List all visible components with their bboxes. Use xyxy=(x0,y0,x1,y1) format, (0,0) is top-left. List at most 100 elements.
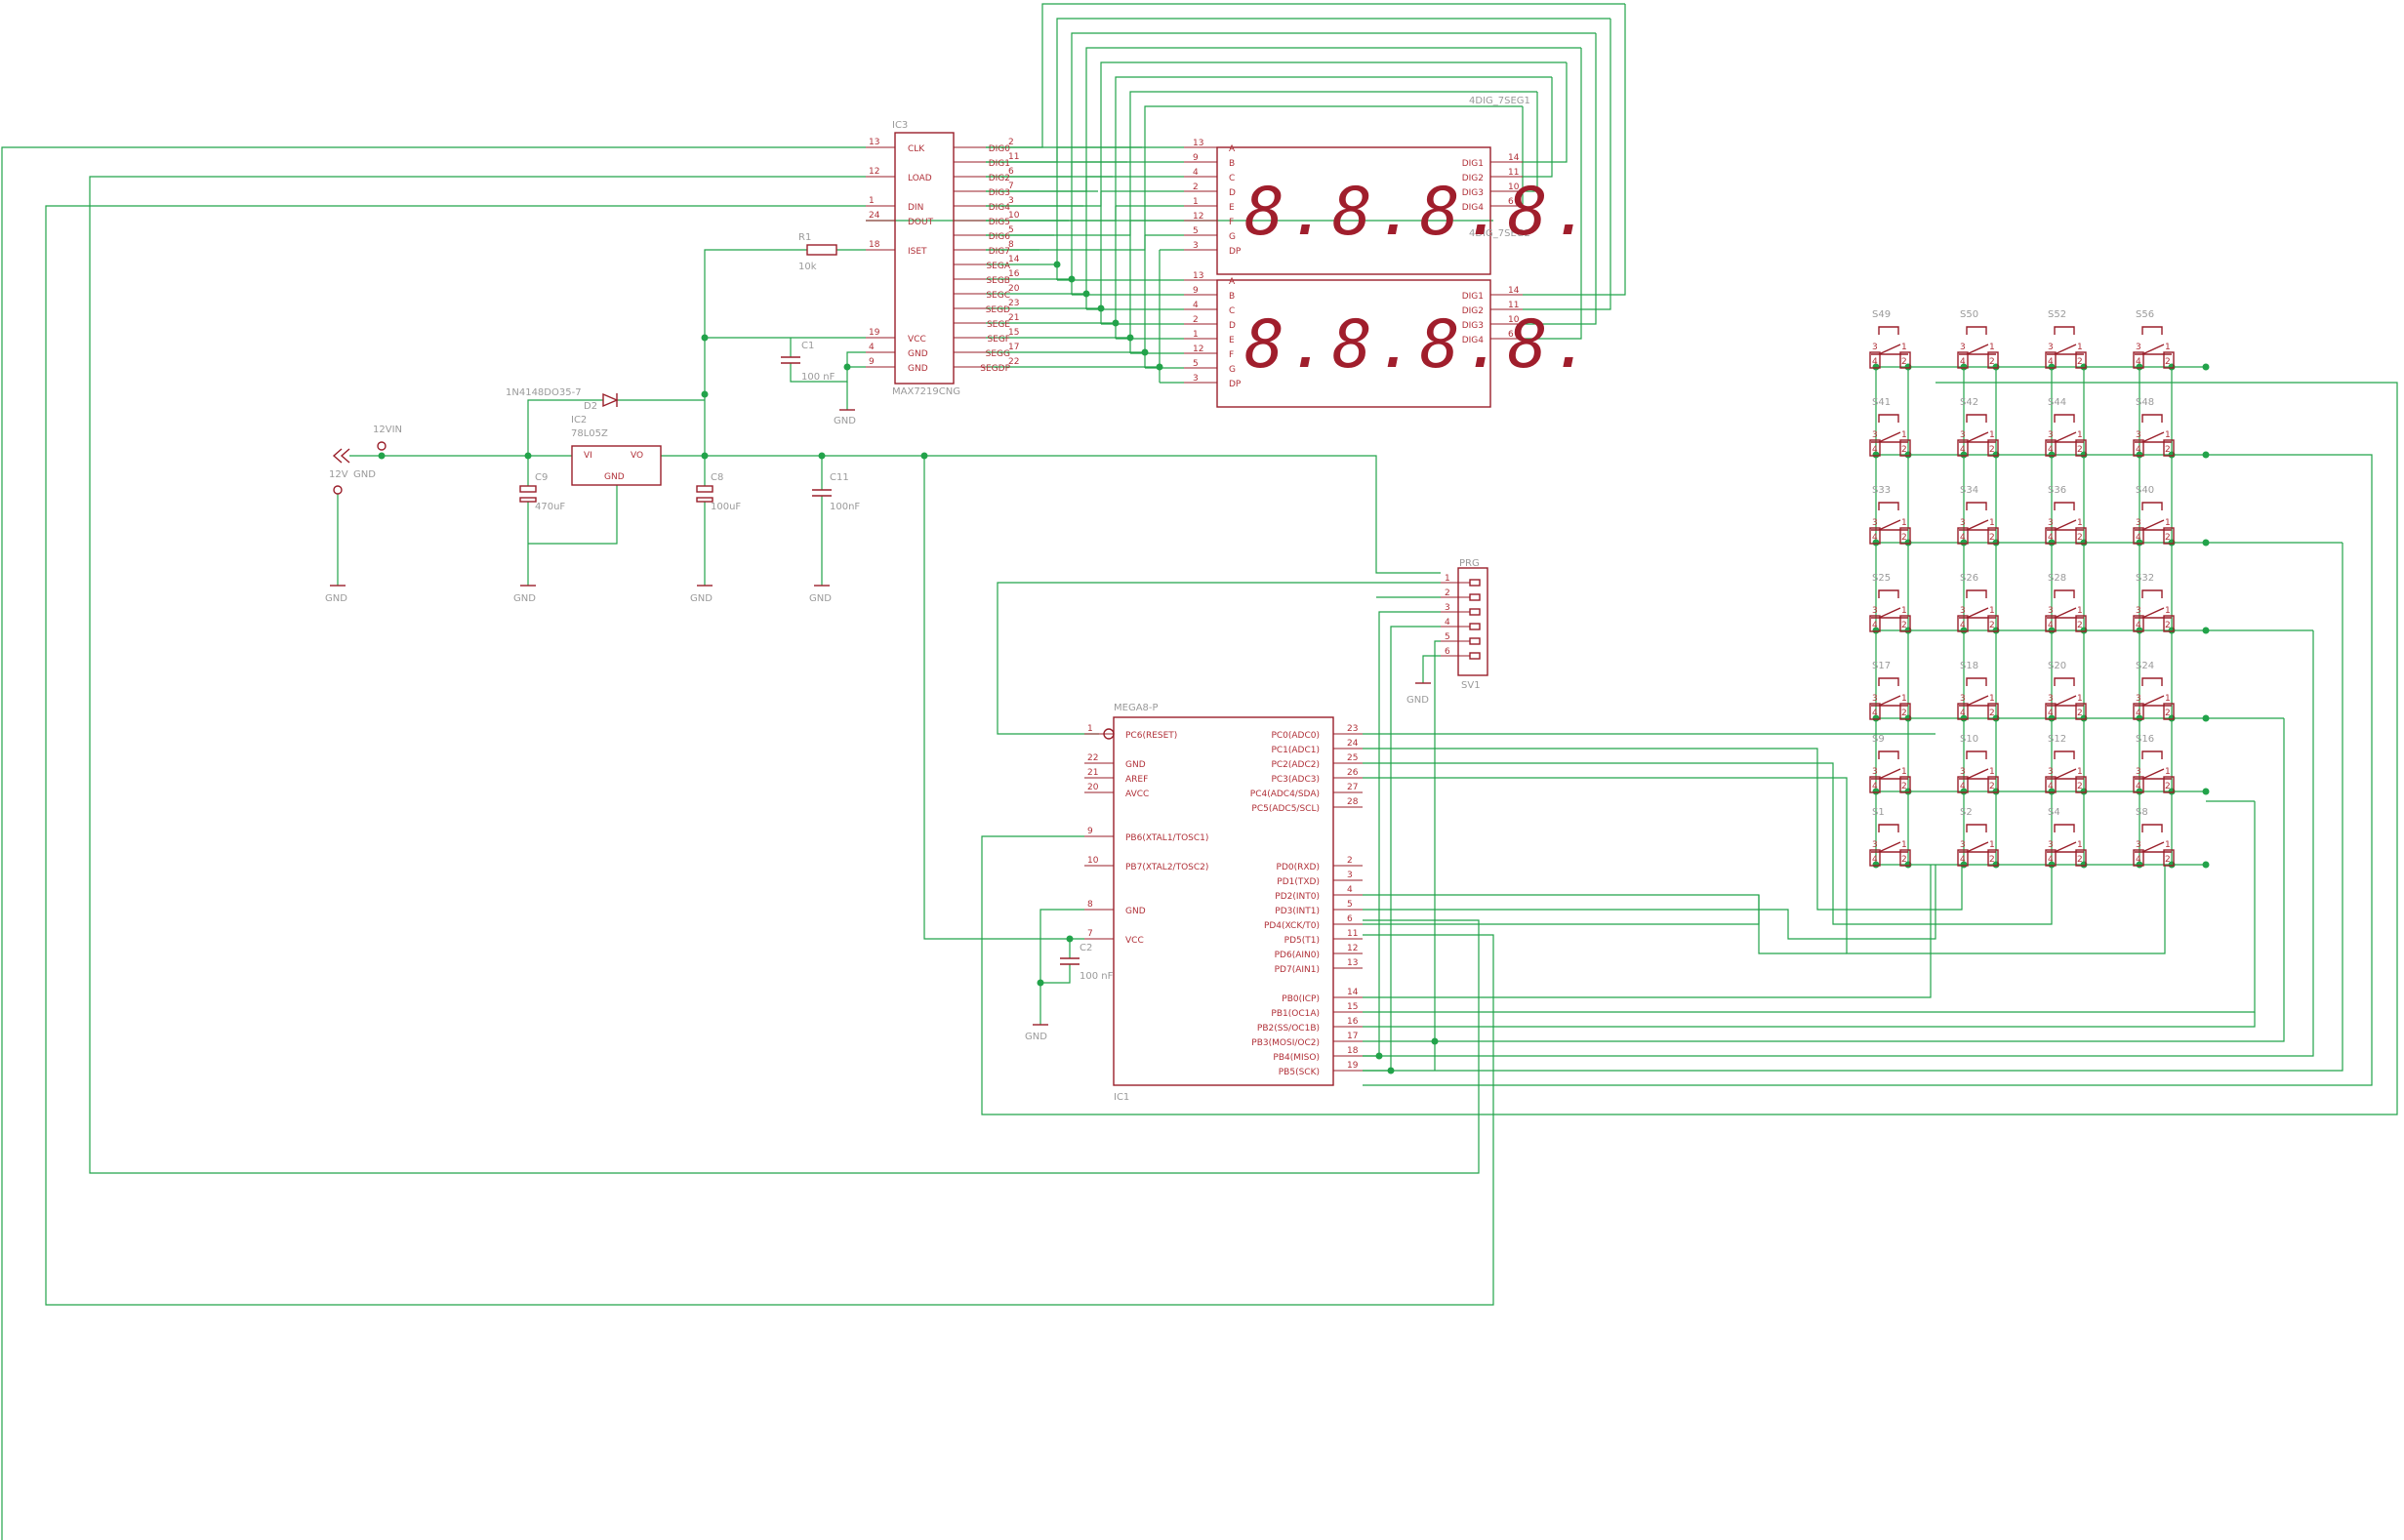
switch-pin-number: 1 xyxy=(2077,840,2083,850)
switch-actuator xyxy=(1878,414,1899,423)
ic3-pin-number: 21 xyxy=(1008,313,1019,323)
ic3-pin-number: 24 xyxy=(869,211,880,221)
ic3-pin-number: 3 xyxy=(1008,196,1014,206)
switch-pad xyxy=(2163,615,2175,632)
display-pin-label: DP xyxy=(1229,247,1242,257)
switch-pin-number: 2 xyxy=(1901,621,1907,630)
switch-pad xyxy=(1869,849,1881,867)
switch-actuator xyxy=(1878,589,1899,598)
ic1-pin-label: PD6(AIN0) xyxy=(1275,951,1320,960)
display-pin-number: 12 xyxy=(1193,344,1203,354)
switch-lever xyxy=(1878,607,1901,619)
display-pin-number: 4 xyxy=(1193,301,1199,310)
switch-pad xyxy=(2045,776,2057,793)
display-pin-number: 13 xyxy=(1193,139,1203,148)
switch-label: S32 xyxy=(2136,573,2154,584)
power-input-arrow xyxy=(340,448,350,464)
display-pin-label: G xyxy=(1229,232,1236,242)
switch-pad xyxy=(1957,527,1969,545)
ic3-pin-number: 1 xyxy=(869,196,875,206)
digit-loop-wire xyxy=(986,32,1596,178)
display-body xyxy=(1216,279,1491,408)
switch-pad xyxy=(1987,439,1999,457)
ic3-pin-number: 16 xyxy=(1008,269,1020,279)
ic1-pin-number: 17 xyxy=(1347,1032,1358,1041)
display-pin-number: 14 xyxy=(1508,153,1520,163)
ic2-body xyxy=(571,445,662,486)
switch-pin-number: 3 xyxy=(1960,518,1966,528)
switch-pad xyxy=(2075,849,2087,867)
display-pin-number: 5 xyxy=(1193,359,1199,369)
switch-pad xyxy=(2133,849,2144,867)
switch-pad xyxy=(1899,703,1911,720)
switch-pin-number: 1 xyxy=(2165,840,2171,850)
switch-label: S26 xyxy=(1960,573,1978,584)
switch-pin-number: 2 xyxy=(2077,709,2083,718)
ic1-pin-label: PD0(RXD) xyxy=(1277,863,1320,872)
display-pin-number: 5 xyxy=(1193,226,1199,236)
ic1-pin-label: GND xyxy=(1125,760,1146,770)
switch-pin-number: 2 xyxy=(1901,445,1907,455)
switch-pad xyxy=(1957,351,1969,369)
switch-pin-number: 4 xyxy=(1872,621,1878,630)
switch-pin-number: 1 xyxy=(1901,767,1907,777)
r1-name: R1 xyxy=(798,232,811,243)
switch-pin-number: 3 xyxy=(2048,606,2054,616)
switch-pin-number: 4 xyxy=(1872,855,1878,865)
display-pin-label: DIG3 xyxy=(1462,321,1484,331)
switch-lever xyxy=(1878,841,1901,853)
switch-pad xyxy=(2163,776,2175,793)
ic1-pin-number: 8 xyxy=(1087,900,1093,910)
switch-pad xyxy=(1957,776,1969,793)
switch-pad xyxy=(1899,439,1911,457)
switch-pin-number: 4 xyxy=(2136,357,2141,367)
switch-lever xyxy=(1966,695,1989,707)
switch-pad xyxy=(1957,703,1969,720)
switch-pad xyxy=(1987,351,1999,369)
r1-resistor xyxy=(806,244,837,256)
ic3-pin-label: ISET xyxy=(908,247,927,257)
digit-loop-wire xyxy=(986,47,1581,192)
switch-lever xyxy=(1966,519,1989,531)
row-wire xyxy=(981,382,2398,1115)
switch-pin-number: 1 xyxy=(2077,767,2083,777)
display-pin-label: DIG3 xyxy=(1462,188,1484,198)
switch-lever xyxy=(1966,768,1989,780)
ic1-pin-number: 18 xyxy=(1347,1046,1359,1056)
sv1-pin-pad xyxy=(1469,652,1481,660)
reset-wire xyxy=(997,582,1441,735)
display-pin-label: F xyxy=(1229,218,1234,227)
switch-actuator xyxy=(1878,502,1899,510)
ic3-pin-number: 8 xyxy=(1008,240,1014,250)
ic3-pin-number: 7 xyxy=(1008,182,1014,191)
switch-pad xyxy=(1899,615,1911,632)
switch-pin-number: 4 xyxy=(1960,782,1966,791)
switch-pad xyxy=(1899,776,1911,793)
ic3-pin-label: DIG7 xyxy=(989,247,1010,257)
switch-pin-number: 4 xyxy=(1960,855,1966,865)
switch-pad xyxy=(2045,703,2057,720)
switch-pad xyxy=(2075,439,2087,457)
switch-label: S25 xyxy=(1872,573,1891,584)
switch-pin-number: 3 xyxy=(2136,840,2141,850)
gnd-label-2: GND xyxy=(513,593,536,604)
load-wire xyxy=(89,176,1480,1174)
ic1-pin-number: 9 xyxy=(1087,827,1093,836)
sv1-pin-pad xyxy=(1469,593,1481,601)
ic2-value: 78L05Z xyxy=(571,428,608,439)
digit-return-wire xyxy=(1523,48,1582,340)
switch-pin-number: 1 xyxy=(1989,606,1995,616)
ic1-body xyxy=(1113,716,1334,1086)
display-pin-number: 6 xyxy=(1508,330,1514,340)
ic3-pin-number: 14 xyxy=(1008,255,1020,264)
switch-pin-number: 4 xyxy=(2048,782,2054,791)
ic1-pin-number: 10 xyxy=(1087,856,1099,866)
ic1-pin-number: 19 xyxy=(1347,1061,1359,1071)
ic1-name: IC1 xyxy=(1114,1092,1129,1103)
ic3-pin-label: DIG0 xyxy=(989,144,1011,154)
switch-label: S9 xyxy=(1872,734,1885,745)
row-wire xyxy=(1363,865,1936,940)
ic1-pin-number: 7 xyxy=(1087,929,1093,939)
ic3-pin-label: DIG4 xyxy=(989,203,1011,213)
